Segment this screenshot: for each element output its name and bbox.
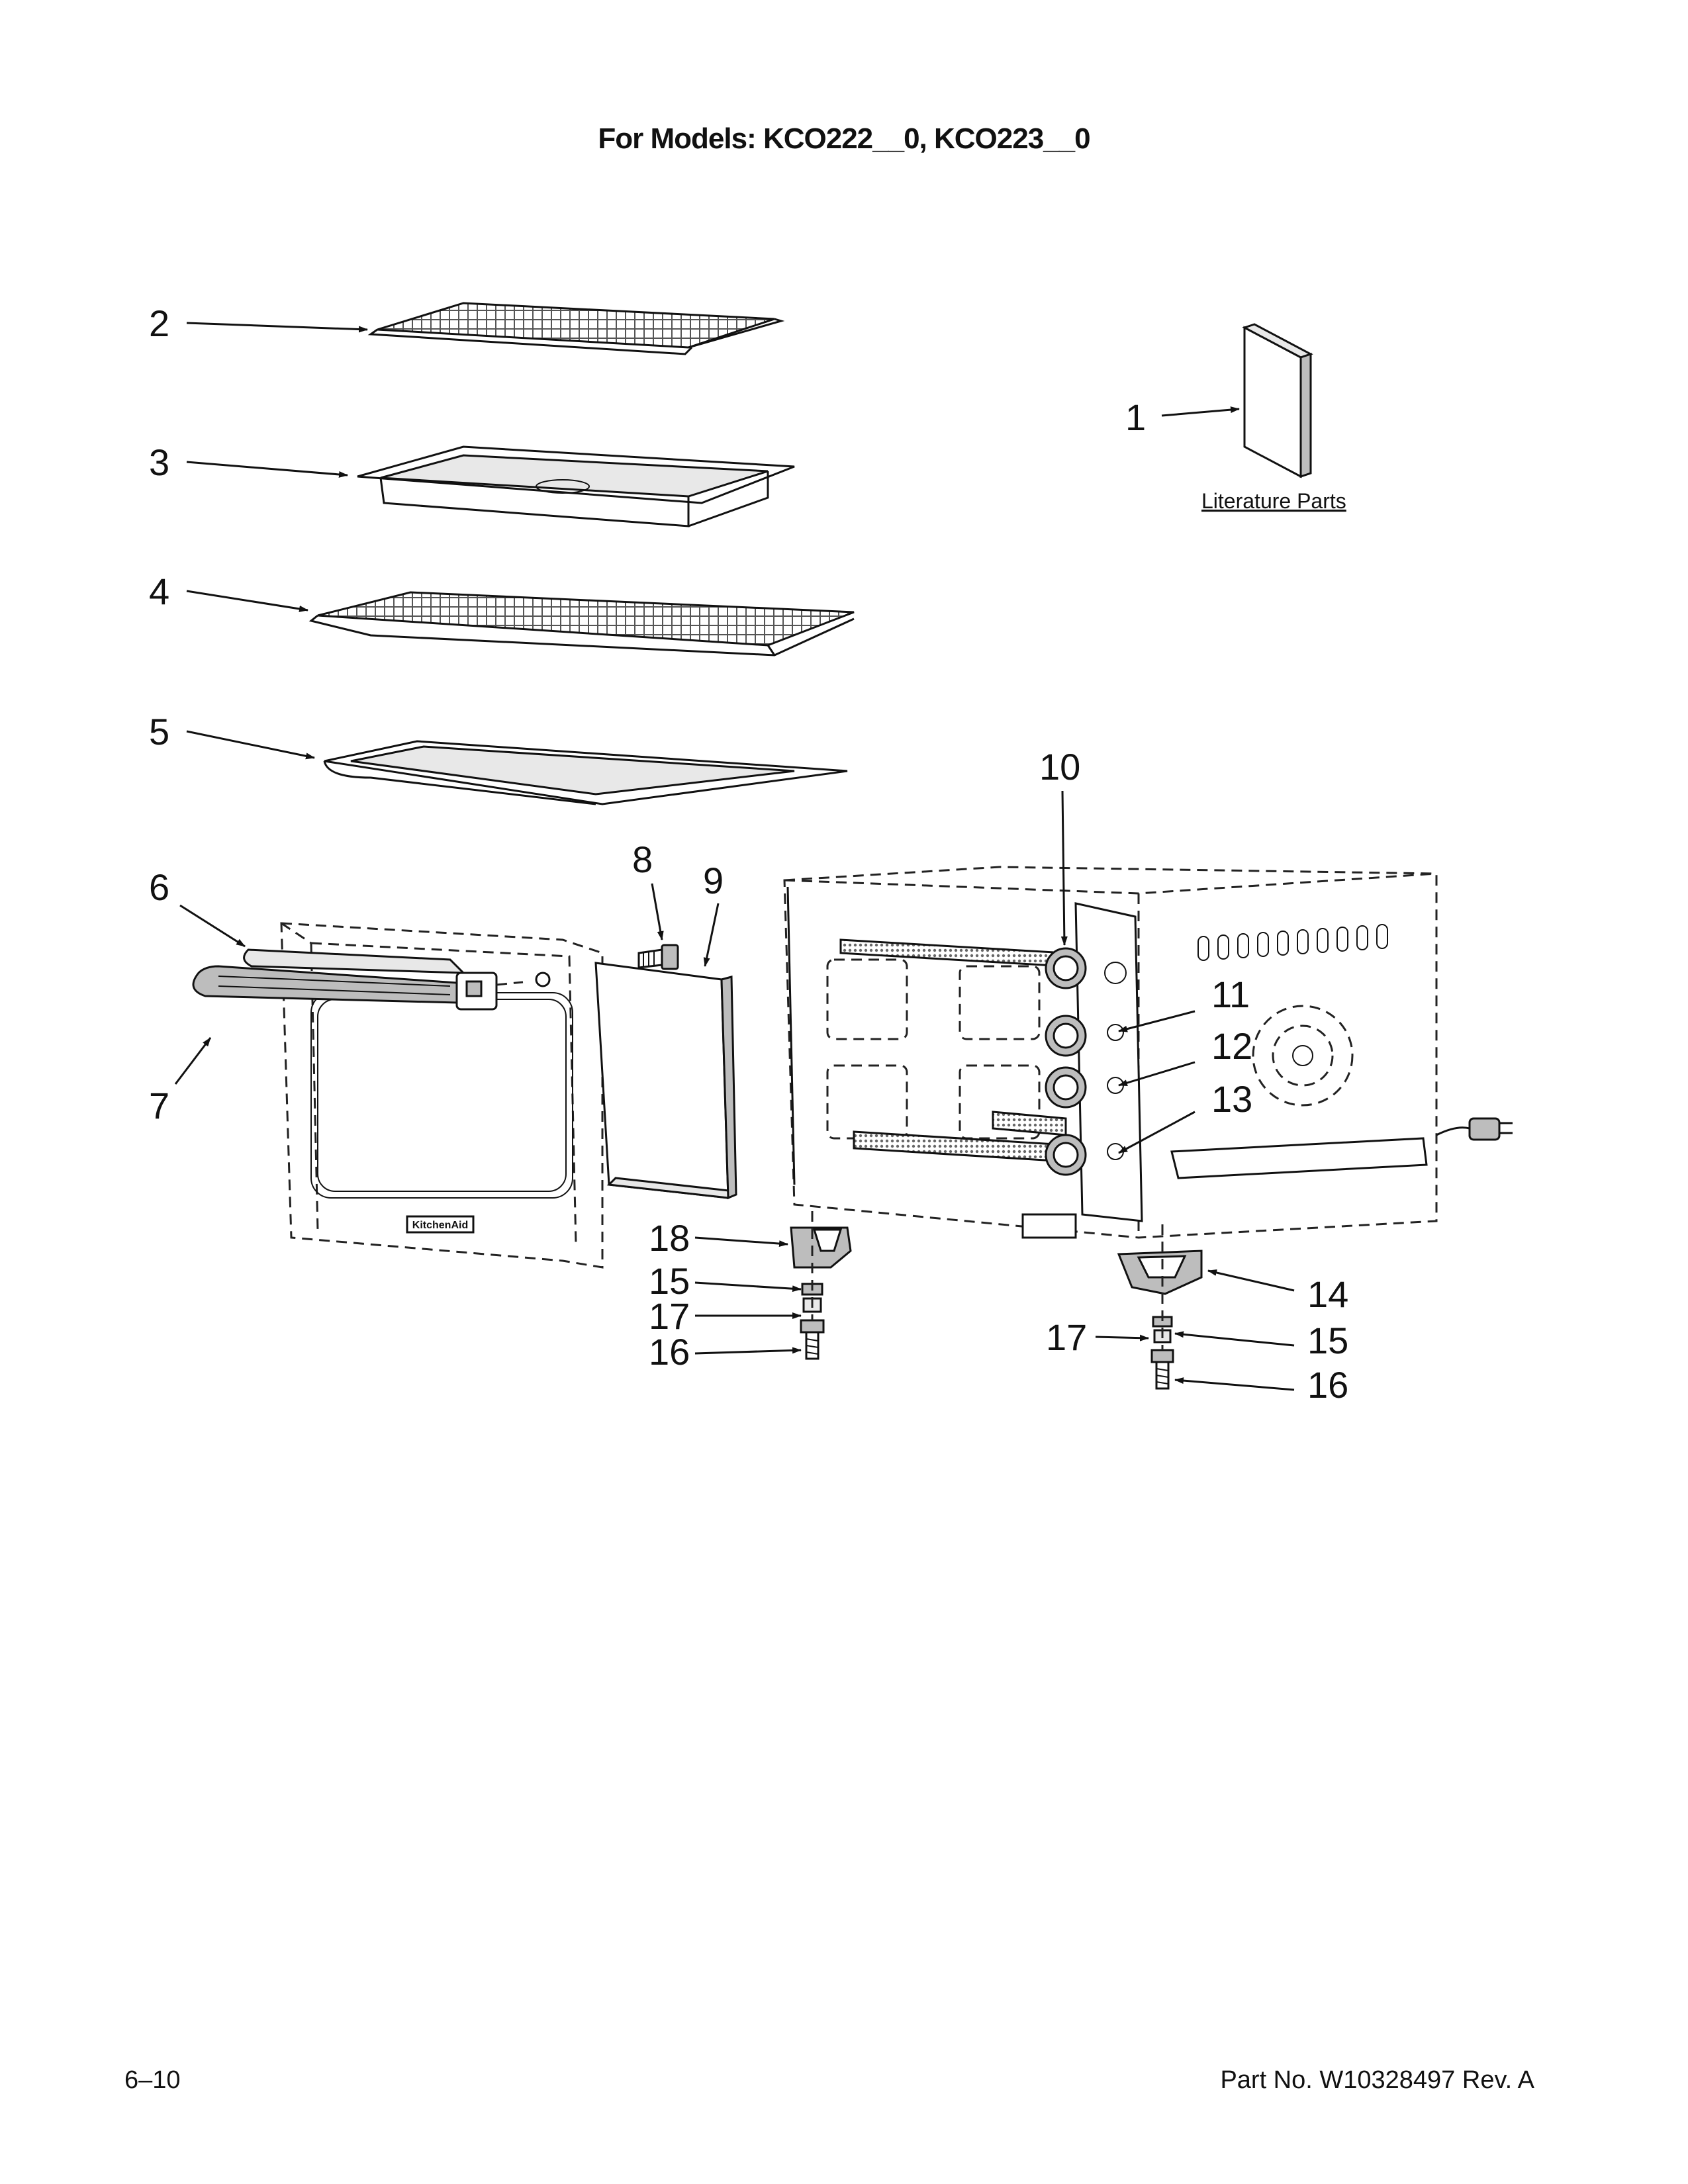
callout-15-left: 15: [649, 1260, 690, 1302]
callout-1: 1: [1125, 396, 1146, 438]
wire-rack: [367, 302, 785, 355]
callout-16-left: 16: [649, 1331, 690, 1373]
door-screw: [637, 944, 679, 970]
leader-lines: [174, 322, 1295, 1391]
knob-1: [1045, 947, 1087, 989]
broil-rack: [308, 591, 855, 657]
callout-17-right: 17: [1046, 1316, 1087, 1358]
callout-6: 6: [149, 866, 169, 908]
callout-15-right: 15: [1307, 1320, 1348, 1361]
callout-13: 13: [1211, 1078, 1252, 1120]
knob-3: [1045, 1066, 1087, 1109]
oven-door: KitchenAid: [280, 922, 604, 1269]
convection-fan-cover: [1252, 1005, 1354, 1107]
callout-9: 9: [703, 860, 724, 901]
brand-logo-text: KitchenAid: [412, 1220, 468, 1231]
crumb-tray: [323, 740, 848, 805]
callout-3: 3: [149, 441, 169, 483]
callout-17-left: 17: [649, 1295, 690, 1337]
literature-booklet: [1242, 323, 1313, 478]
callout-7: 7: [149, 1085, 169, 1126]
callout-8: 8: [632, 839, 653, 880]
callout-18: 18: [649, 1217, 690, 1259]
oven-body: [783, 866, 1513, 1239]
literature-parts-label: Literature Parts: [1201, 489, 1346, 513]
callout-16-right: 16: [1307, 1364, 1348, 1406]
side-vents: [1197, 924, 1388, 961]
page-title: For Models: KCO222__0, KCO223__0: [598, 122, 1090, 155]
power-cord: [1436, 1117, 1513, 1141]
callout-4: 4: [149, 570, 169, 612]
knob-4: [1045, 1134, 1087, 1176]
callout-12: 12: [1211, 1025, 1252, 1067]
door-handle: [192, 948, 551, 1011]
callout-2: 2: [149, 302, 169, 344]
knob-2: [1045, 1015, 1087, 1057]
baking-pan: [357, 445, 795, 527]
door-glass: [594, 962, 737, 1200]
callout-14: 14: [1307, 1273, 1348, 1315]
callout-10: 10: [1039, 746, 1080, 788]
part-number: Part No. W10328497 Rev. A: [1220, 2066, 1534, 2094]
foot-assembly-left: [790, 1211, 852, 1360]
brand-logo: [406, 1215, 475, 1234]
callout-5: 5: [149, 711, 169, 752]
foot-assembly-right: [1117, 1224, 1203, 1390]
callout-11: 11: [1211, 974, 1250, 1015]
page-number: 6–10: [124, 2066, 181, 2094]
